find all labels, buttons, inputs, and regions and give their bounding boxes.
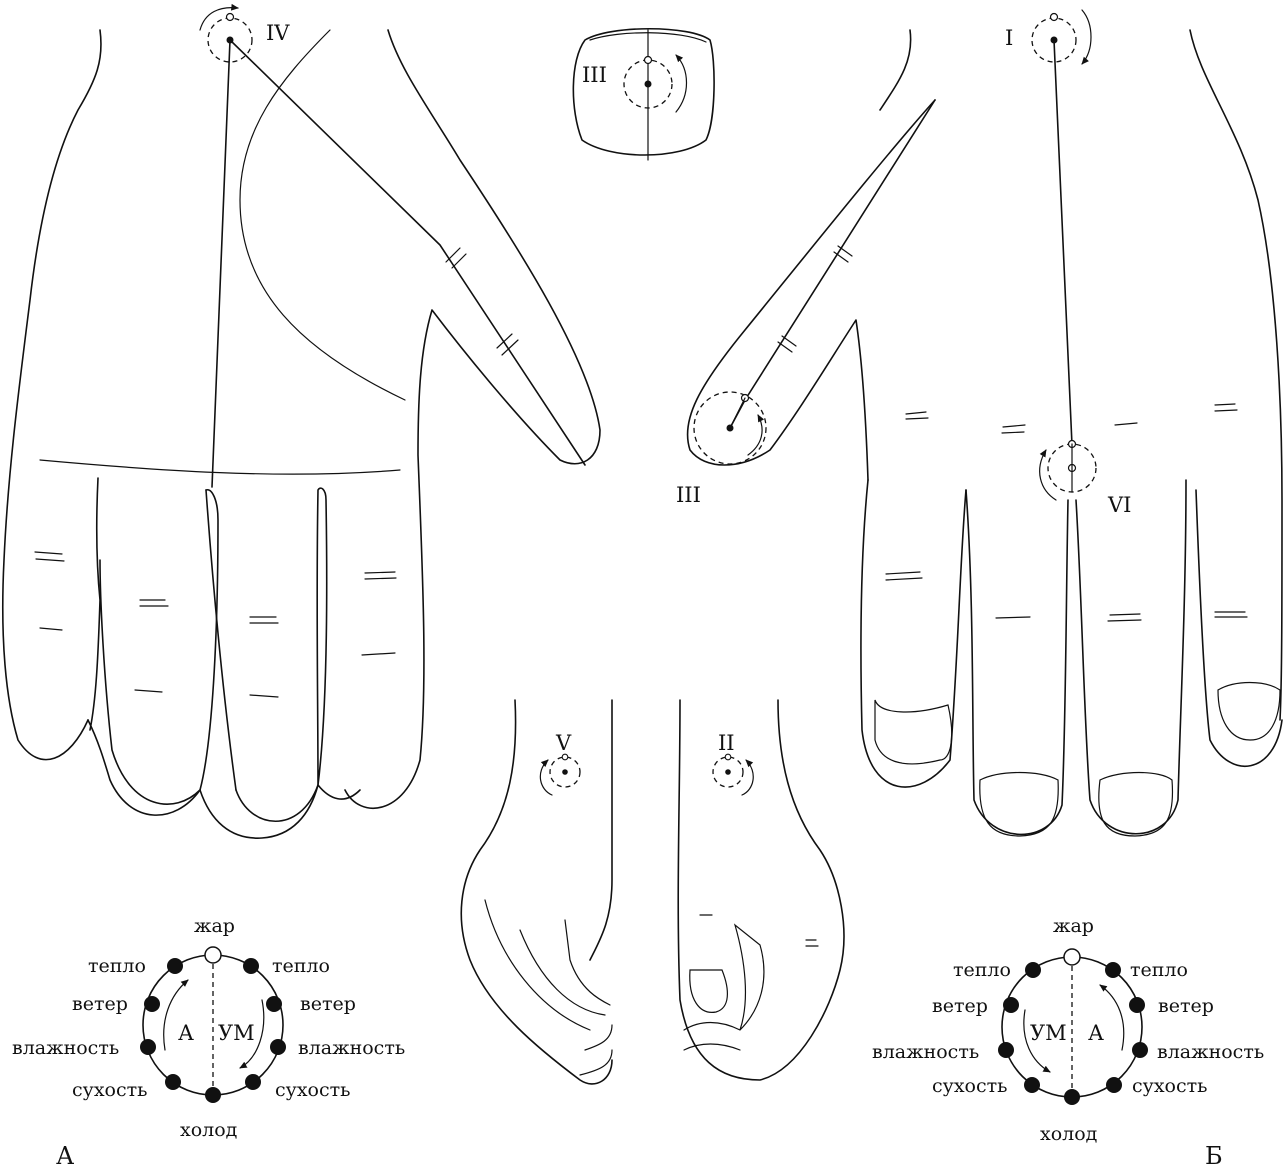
legend-left-top: жар [194,915,235,937]
thumb-nail-III [572,27,715,161]
legend-left-inner-right: УМ [218,1021,255,1045]
left-hand-outline [1,29,601,839]
legend-left-r2: ветер [300,993,356,1015]
legend-right-l2: ветер [932,995,988,1017]
legend-left-l1: тепло [88,955,146,977]
legend-left-r3: влажность [298,1037,405,1059]
legend-right-wheel [998,948,1148,1105]
legend-left-l3: влажность [12,1037,119,1059]
left-wrist [460,699,613,1085]
right-wrist [677,699,845,1081]
right-hand-outline [686,29,1283,837]
point-label-I: I [1005,26,1013,50]
legend-left-r1: тепло [272,955,330,977]
legend-right-inner-left: УМ [1030,1021,1067,1045]
legend-right-top: жар [1053,915,1094,937]
legend-right-r1: тепло [1130,959,1188,981]
right-hand-meridian-lines [729,39,1073,446]
left-hand-meridian-lines [211,39,586,488]
legend-right-r2: ветер [1158,995,1214,1017]
legend-right-bottom: холод [1040,1123,1097,1145]
legend-right-r4: сухость [1132,1075,1207,1097]
panel-label-left: А [56,1142,74,1168]
point-label-II: II [718,731,735,755]
legend-right-l3: влажность [872,1041,979,1063]
point-V-marker [539,753,581,796]
legend-left-inner-left: А [178,1021,194,1045]
legend-left-wheel [140,946,286,1103]
point-VI-marker [1039,439,1097,501]
legend-left-l4: сухость [72,1079,147,1101]
legend-right-l1: тепло [953,959,1011,981]
point-I-marker [1031,9,1092,65]
point-label-IV: IV [266,21,290,45]
legend-left-bottom: холод [180,1119,237,1141]
legend-right-inner-right: А [1088,1021,1104,1045]
point-label-III-nail: III [582,63,607,87]
point-label-III-thumb: III [676,483,701,507]
legend-right-l4: сухость [932,1075,1007,1097]
legend-left-r4: сухость [275,1079,350,1101]
panel-label-right: Б [1205,1142,1223,1168]
point-label-V: V [555,731,572,755]
legend-right-r3: влажность [1157,1041,1264,1063]
point-IV-marker [199,3,253,63]
point-II-marker [712,753,754,796]
point-III-thumb-marker [693,391,767,465]
legend-left-l2: ветер [72,993,128,1015]
point-label-VI: VI [1107,493,1131,517]
